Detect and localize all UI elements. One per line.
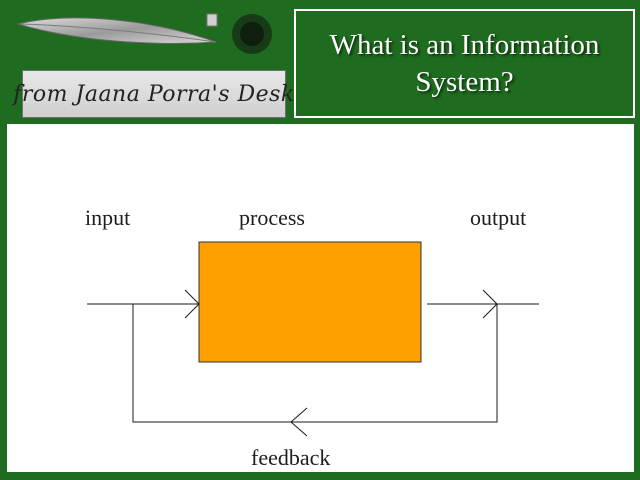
- information-system-diagram: input process output feedback: [85, 205, 539, 470]
- quill-and-inkwell-icon: [16, 13, 272, 54]
- input-label: input: [85, 205, 130, 230]
- input-arrowhead: [184, 289, 200, 319]
- process-label: process: [239, 205, 305, 230]
- header-logo: from Jaana Porra's Desk: [8, 6, 294, 118]
- title-box: What is an Information System?: [294, 9, 635, 118]
- output-label: output: [470, 205, 526, 230]
- feedback-arrowhead: [290, 407, 308, 437]
- slide-title-line-1: What is an Information: [329, 28, 600, 61]
- feedback-label: feedback: [251, 445, 330, 470]
- slide-title: What is an Information System?: [330, 27, 600, 101]
- process-box: [198, 241, 422, 363]
- diagram-panel: input process output feedback: [7, 124, 634, 472]
- slide-title-line-2: System?: [415, 65, 514, 98]
- feedback-loop-line: [132, 304, 498, 423]
- logo-caption: from Jaana Porra's Desk: [13, 70, 294, 118]
